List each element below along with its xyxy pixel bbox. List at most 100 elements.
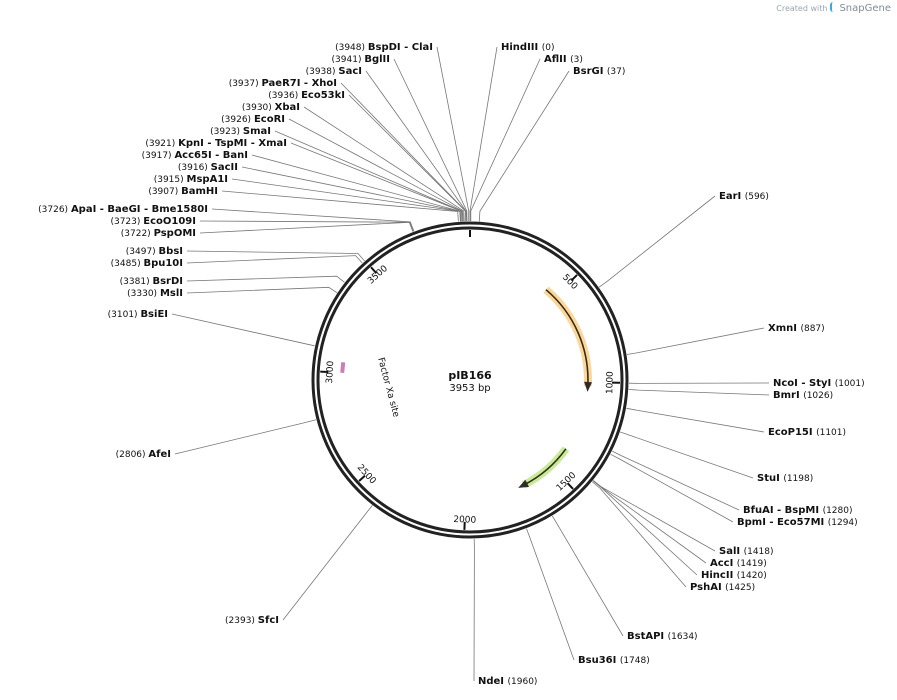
credit-brand: SnapGene xyxy=(839,3,891,14)
site-leader-line xyxy=(592,480,707,564)
site-leader-line xyxy=(592,480,698,576)
site-leader-line xyxy=(251,154,462,222)
site-leader-line xyxy=(171,313,315,347)
site-position: (1425) xyxy=(725,583,755,593)
site-position: (3485) xyxy=(111,259,144,269)
site-enzyme-names: AflII xyxy=(544,54,570,65)
site-enzyme-names: SacI xyxy=(338,66,362,77)
site-leader-line xyxy=(598,195,716,288)
site-label: (3938) SacI xyxy=(306,66,362,77)
site-label: (3926) EcoRI xyxy=(221,114,285,125)
site-position: (3381) xyxy=(120,277,153,287)
site-position: (596) xyxy=(745,192,769,202)
site-enzyme-names: MspA1I xyxy=(187,174,228,185)
site-label: (3330) MslI xyxy=(127,288,183,299)
site-enzyme-names: BamHI xyxy=(181,186,218,197)
site-label: (3723) EcoO109I xyxy=(110,216,196,227)
site-label: NcoI - StyI (1001) xyxy=(773,378,865,389)
site-position: (3915) xyxy=(154,175,187,185)
site-label: BsrGI (37) xyxy=(573,66,625,77)
site-enzyme-names: EcoRI xyxy=(254,114,285,125)
site-enzyme-names: BspDI - ClaI xyxy=(368,42,433,53)
site-label: BmrI (1026) xyxy=(773,390,833,401)
site-position: (887) xyxy=(800,324,824,334)
site-position: (3726) xyxy=(38,205,71,215)
site-leader-line xyxy=(620,431,754,479)
site-enzyme-names: Bsu36I xyxy=(578,655,620,666)
backbone-outer-ring xyxy=(311,221,629,539)
site-position: (1748) xyxy=(620,656,650,666)
site-leader-line xyxy=(628,389,770,396)
site-label: (3497) BbsI xyxy=(126,246,183,257)
site-position: (3926) xyxy=(221,115,254,125)
site-enzyme-names: Eco53kI xyxy=(301,90,345,101)
site-leader-line xyxy=(199,220,414,232)
site-label: SalI (1418) xyxy=(719,546,774,557)
site-leader-line xyxy=(348,94,467,222)
site-leader-line xyxy=(469,46,498,221)
site-position: (3916) xyxy=(178,163,211,173)
plasmid-size: 3953 bp xyxy=(449,383,490,394)
site-position: (0) xyxy=(542,43,555,53)
site-enzyme-names: EarI xyxy=(719,191,745,202)
site-enzyme-names: HincII xyxy=(701,570,737,581)
site-enzyme-names: NdeI xyxy=(478,676,508,687)
site-label: AflII (3) xyxy=(544,54,583,65)
site-leader-line xyxy=(393,58,468,222)
site-leader-line xyxy=(303,106,465,222)
site-leader-line xyxy=(526,528,575,661)
credit-prefix: Created with xyxy=(776,4,828,13)
site-label: EcoP15I (1101) xyxy=(768,427,846,438)
site-position: (1026) xyxy=(803,391,833,401)
site-enzyme-names: SacII xyxy=(211,162,238,173)
site-position: (37) xyxy=(607,67,625,77)
site-position: (3101) xyxy=(108,310,141,320)
site-enzyme-names: SmaI xyxy=(243,126,271,137)
site-label: (3485) Bpu10I xyxy=(111,258,183,269)
site-label: HindIII (0) xyxy=(501,42,554,53)
site-enzyme-names: BsiEI xyxy=(140,309,168,320)
site-position: (1634) xyxy=(668,632,698,642)
site-label: XmnI (887) xyxy=(768,323,825,334)
tick-label: 1000 xyxy=(605,371,615,394)
site-label: Bsu36I (1748) xyxy=(578,655,650,666)
site-leader-line xyxy=(221,190,459,222)
tick-mark xyxy=(370,266,378,274)
site-enzyme-names: KpnI - TspMI - XmaI xyxy=(178,138,287,149)
site-label: (3916) SacII xyxy=(178,162,238,173)
site-label: (3941) BglII xyxy=(332,54,390,65)
site-leader-line xyxy=(478,70,570,222)
site-position: (1420) xyxy=(737,571,767,581)
site-leader-line xyxy=(612,450,740,511)
site-enzyme-names: Acc65I - BanI xyxy=(174,150,248,161)
site-position: (3948) xyxy=(335,43,368,53)
site-leader-line xyxy=(591,481,687,588)
site-label: (3917) Acc65I - BanI xyxy=(142,150,248,161)
site-enzyme-names: XbaI xyxy=(275,102,300,113)
site-label: (3915) MspA1I xyxy=(154,174,228,185)
site-position: (2806) xyxy=(116,450,149,460)
snapgene-credit: Created with SnapGene xyxy=(776,2,891,14)
site-position: (3) xyxy=(570,55,583,65)
site-leader-line xyxy=(365,70,467,222)
site-label: BpmI - Eco57MI (1294) xyxy=(737,517,858,528)
site-position: (1280) xyxy=(823,506,853,516)
plasmid-name: pIB166 xyxy=(448,369,492,382)
site-label: (3937) PaeR7I - XhoI xyxy=(229,78,337,89)
site-leader-line xyxy=(626,327,765,355)
site-label: (3381) BsrDI xyxy=(120,276,183,287)
site-label: (3921) KpnI - TspMI - XmaI xyxy=(145,138,287,149)
site-position: (3907) xyxy=(148,187,181,197)
site-enzyme-names: BbsI xyxy=(159,246,183,257)
site-position: (1418) xyxy=(744,547,774,557)
site-leader-line xyxy=(290,142,463,222)
site-position: (1419) xyxy=(737,559,767,569)
site-enzyme-names: BsrDI xyxy=(152,276,183,287)
backbone-inner-ring xyxy=(316,226,624,534)
site-enzyme-names: BglII xyxy=(364,54,390,65)
feature-arrowhead xyxy=(584,381,592,392)
site-enzyme-names: BsrGI xyxy=(573,66,607,77)
site-enzyme-names: PshAI xyxy=(690,582,725,593)
site-position: (3722) xyxy=(121,229,154,239)
